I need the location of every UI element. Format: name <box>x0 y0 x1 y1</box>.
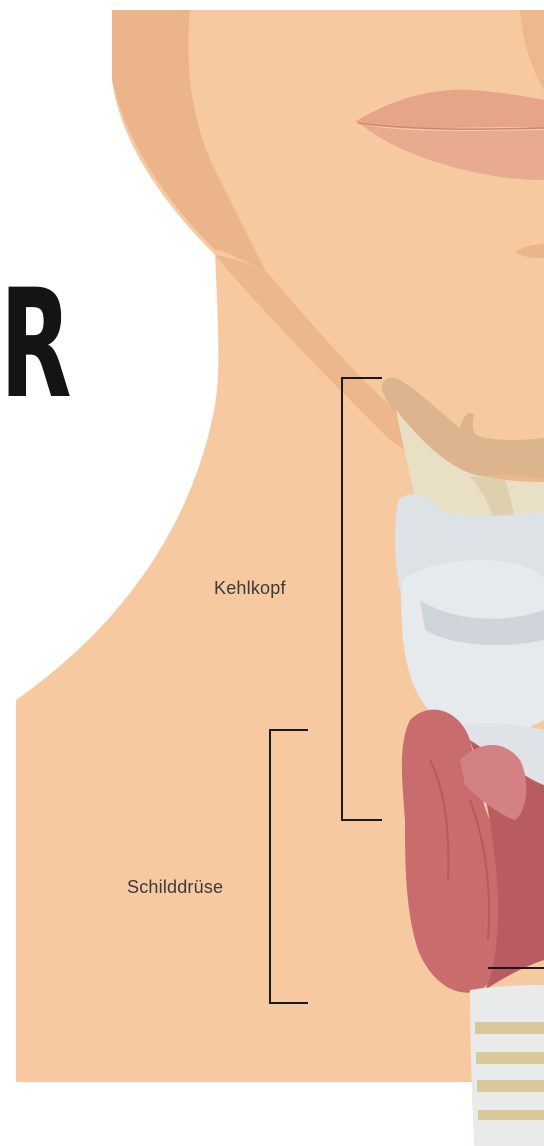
trachea-ring-3 <box>477 1080 544 1092</box>
label-kehlkopf: Kehlkopf <box>214 578 286 599</box>
trachea-ring-1 <box>475 1022 544 1034</box>
trachea <box>470 985 544 1146</box>
trachea-ring-4 <box>478 1110 544 1120</box>
label-schilddruese: Schilddrüse <box>127 877 223 898</box>
trachea-ring-2 <box>476 1052 544 1064</box>
